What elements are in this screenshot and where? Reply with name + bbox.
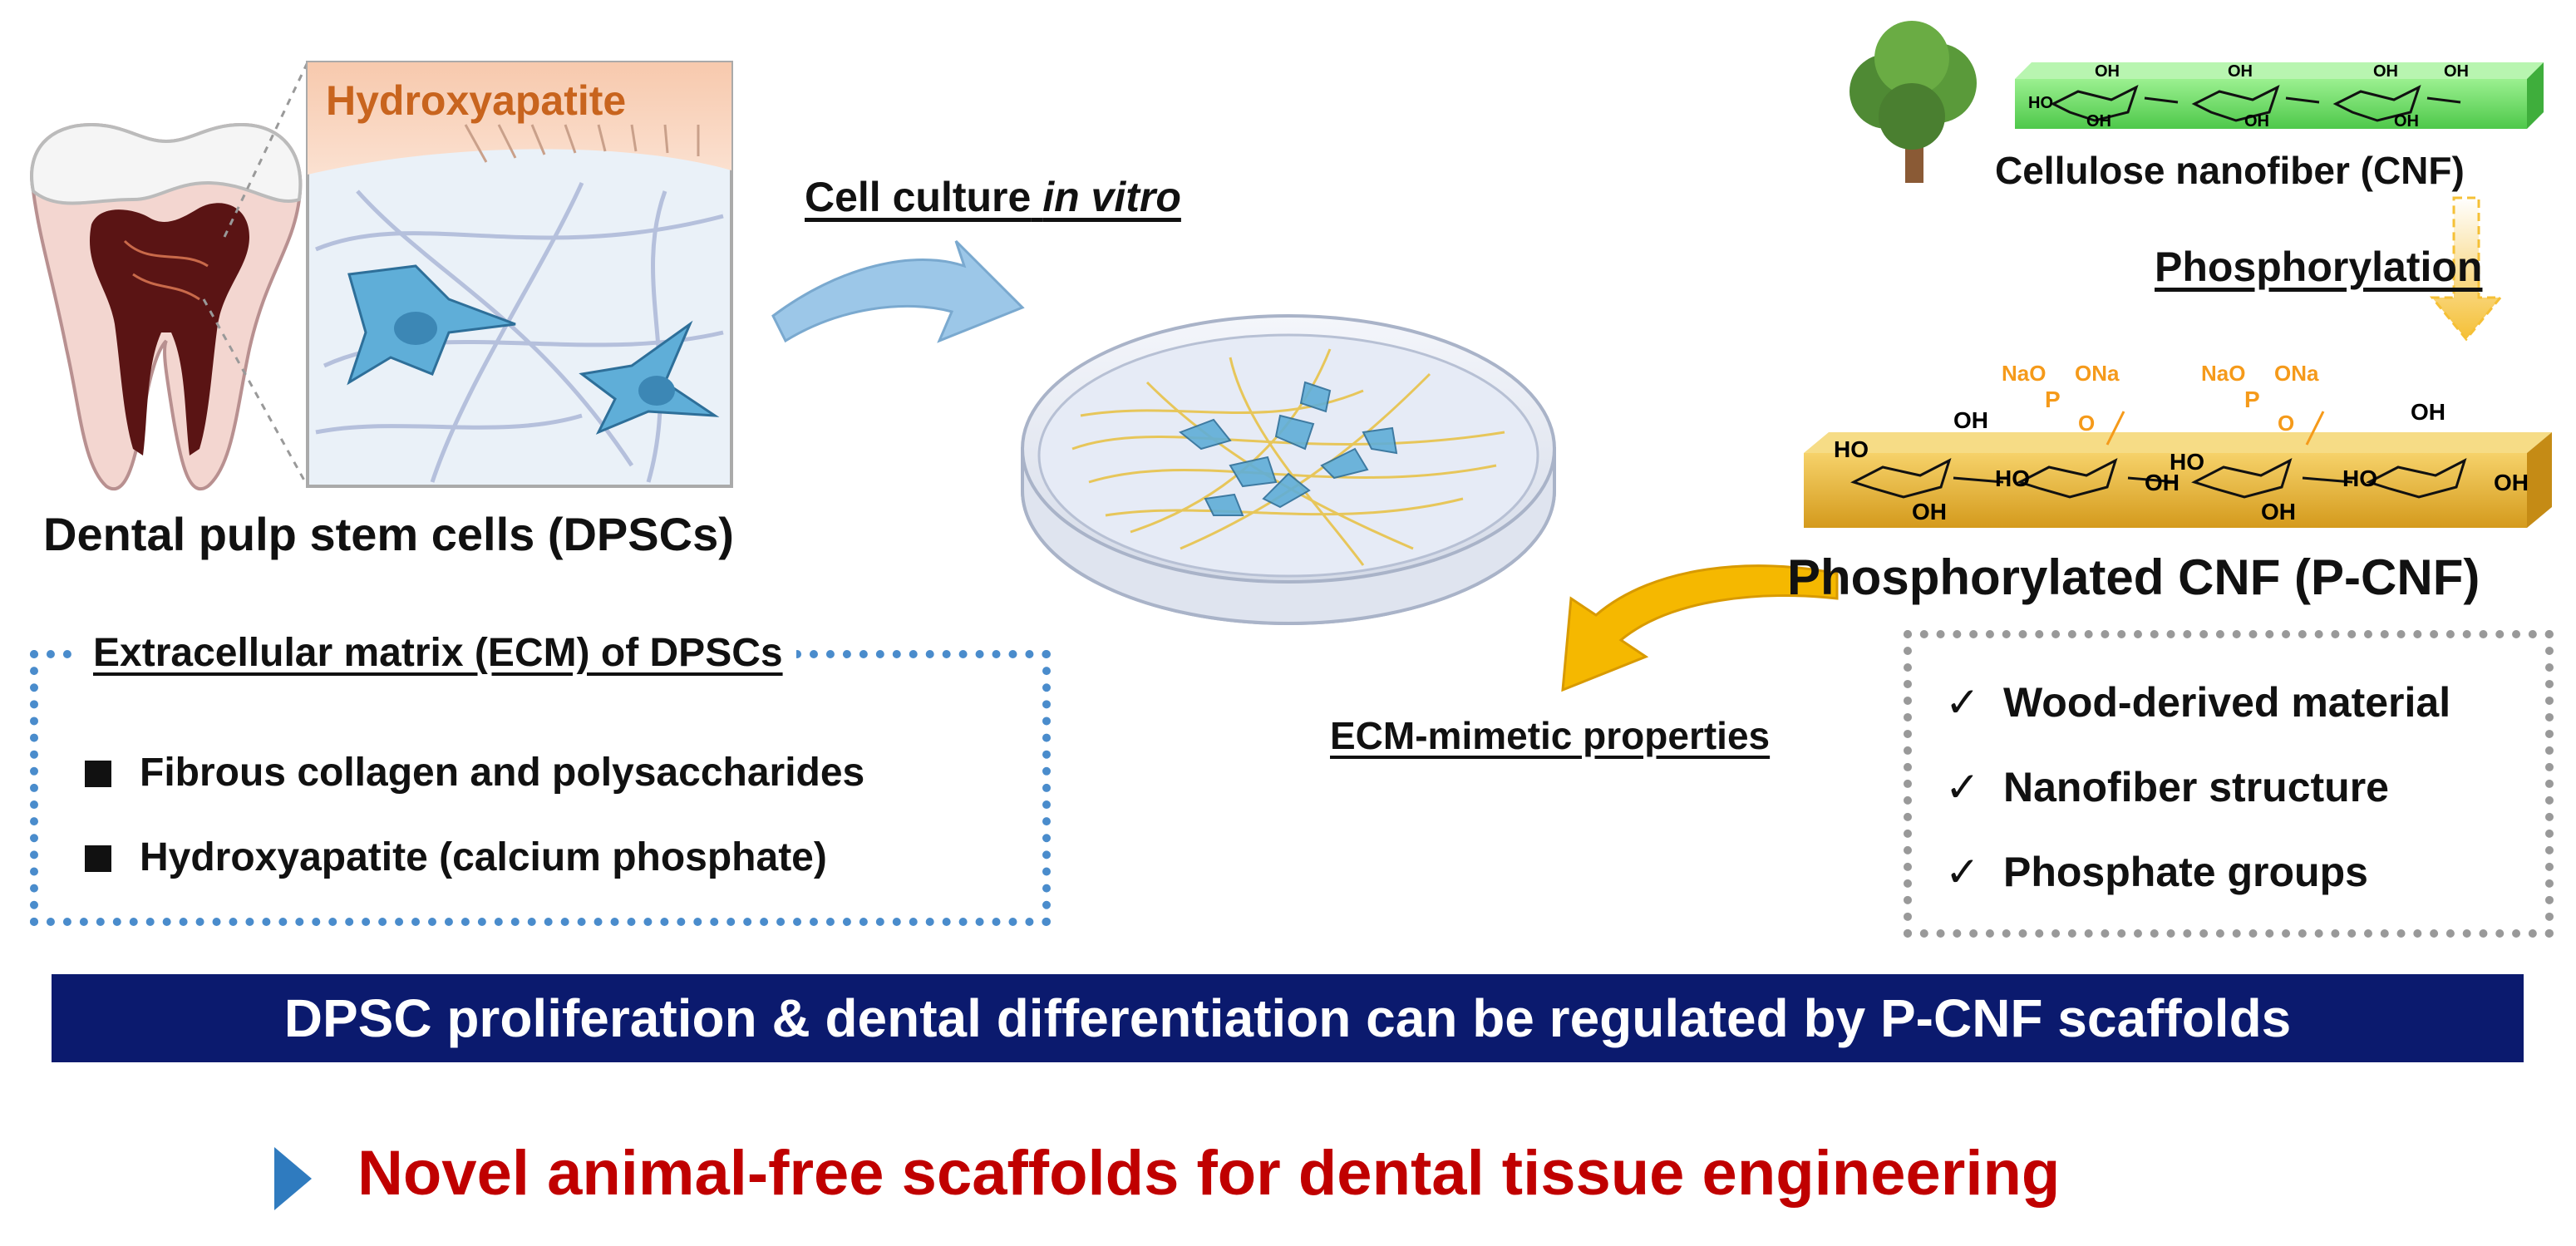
pcnf-fiber-bar bbox=[1804, 411, 2552, 528]
cnf-label: Cellulose nanofiber (CNF) bbox=[1995, 149, 2465, 192]
square-bullet-icon bbox=[85, 761, 111, 787]
tree-icon bbox=[1849, 21, 1977, 183]
pcnf-oh-6: OH bbox=[2261, 499, 2296, 525]
summary-banner: DPSC proliferation & dental differentiat… bbox=[52, 974, 2524, 1062]
check-icon: ✓ bbox=[1945, 679, 1980, 726]
cnf-oh-3: OH bbox=[2373, 62, 2398, 81]
cnf-fiber-bar bbox=[2015, 62, 2544, 129]
pcnf-oh-4: OH bbox=[2494, 470, 2529, 495]
check-icon: ✓ bbox=[1945, 764, 1980, 810]
phosphorylation-label: Phosphorylation bbox=[2155, 244, 2483, 290]
zoom-panel bbox=[306, 61, 733, 488]
pcnf-o-1: O bbox=[2078, 411, 2095, 436]
phosphorylation-arrow bbox=[2429, 196, 2504, 342]
check-icon: ✓ bbox=[1945, 849, 1980, 895]
ecm-item-text: Fibrous collagen and polysaccharides bbox=[140, 751, 865, 795]
property-item-2: ✓ Nanofiber structure bbox=[1945, 763, 2389, 811]
pcnf-ho-1: HO bbox=[1834, 436, 1869, 462]
pcnf-nao-1: NaO bbox=[2002, 361, 2046, 386]
property-text: Nanofiber structure bbox=[2003, 764, 2389, 810]
cell-culture-italic: in vitro bbox=[1042, 174, 1181, 220]
properties-box: ✓ Wood-derived material ✓ Nanofiber struct… bbox=[1904, 630, 2554, 938]
pcnf-ho-4: HO bbox=[2342, 465, 2377, 491]
ecm-box-title: Extracellular matrix (ECM) of DPSCs bbox=[80, 630, 796, 676]
square-bullet-icon bbox=[85, 845, 111, 872]
cnf-oh-4: OH bbox=[2444, 62, 2469, 81]
pcnf-oh-1: OH bbox=[1953, 407, 1988, 433]
pcnf-label: Phosphorylated CNF (P-CNF) bbox=[1787, 549, 2480, 605]
pcnf-nao-2: NaO bbox=[2201, 361, 2245, 386]
cnf-oh-1: OH bbox=[2095, 62, 2120, 81]
petri-dish bbox=[1021, 314, 1556, 625]
cnf-oh-7: OH bbox=[2394, 112, 2419, 131]
ecm-mimetic-label: ECM-mimetic properties bbox=[1330, 714, 1771, 757]
pcnf-p-2: P bbox=[2244, 387, 2260, 412]
pcnf-oh-5: OH bbox=[1912, 499, 1947, 525]
pcnf-ona-1: ONa bbox=[2075, 361, 2120, 386]
pcnf-ona-2: ONa bbox=[2274, 361, 2319, 386]
pcnf-oh-3: OH bbox=[2145, 470, 2180, 495]
property-text: Phosphate groups bbox=[2003, 849, 2368, 895]
tooth-illustration bbox=[30, 62, 309, 491]
pcnf-p-1: P bbox=[2045, 387, 2061, 412]
hydroxyapatite-label: Hydroxyapatite bbox=[326, 77, 627, 124]
cell-culture-prefix: Cell culture bbox=[805, 174, 1032, 220]
dpsc-title: Dental pulp stem cells (DPSCs) bbox=[43, 508, 734, 560]
property-item-1: ✓ Wood-derived material bbox=[1945, 678, 2450, 726]
cnf-oh-5: OH bbox=[2086, 112, 2111, 131]
play-arrow-icon bbox=[274, 1147, 312, 1210]
summary-banner-text: DPSC proliferation & dental differentiat… bbox=[283, 988, 2292, 1048]
pcnf-o-2: O bbox=[2278, 411, 2294, 436]
culture-arrow bbox=[771, 239, 1025, 343]
property-text: Wood-derived material bbox=[2003, 679, 2451, 726]
ecm-item-text: Hydroxyapatite (calcium phosphate) bbox=[140, 835, 827, 879]
conclusion-text: Novel animal-free scaffolds for dental t… bbox=[357, 1138, 2061, 1209]
cnf-ho-1: HO bbox=[2028, 94, 2053, 112]
ecm-info-box: Extracellular matrix (ECM) of DPSCs Fibr… bbox=[30, 630, 1051, 926]
ecm-arrow bbox=[1561, 564, 1839, 692]
cnf-oh-2: OH bbox=[2228, 62, 2253, 81]
pcnf-ho-3: HO bbox=[2170, 449, 2204, 475]
ecm-item-2: Hydroxyapatite (calcium phosphate) bbox=[85, 835, 827, 880]
pcnf-ho-2: HO bbox=[1995, 465, 2030, 491]
cnf-oh-6: OH bbox=[2244, 112, 2269, 131]
cell-culture-label: Cell culture in vitro bbox=[805, 173, 1181, 221]
ecm-item-1: Fibrous collagen and polysaccharides bbox=[85, 750, 864, 795]
property-item-3: ✓ Phosphate groups bbox=[1945, 848, 2368, 896]
pcnf-oh-2: OH bbox=[2411, 399, 2445, 425]
